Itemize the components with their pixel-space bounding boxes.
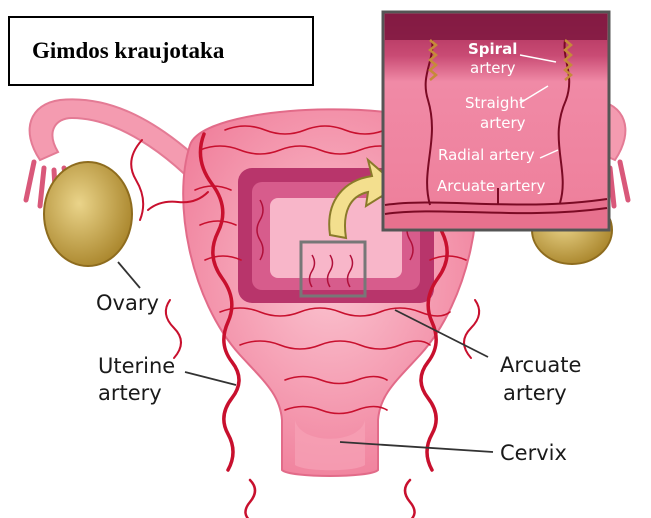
- inset-label-spiral-line1: Spiral: [468, 40, 517, 58]
- inset-label-arcuate: Arcuate artery: [437, 177, 546, 195]
- label-arcuate-artery-line1: Arcuate: [500, 353, 581, 377]
- magnified-inset: Spiral artery Straight artery Radial art…: [383, 12, 609, 230]
- label-cervix: Cervix: [500, 441, 567, 465]
- label-ovary: Ovary: [96, 291, 159, 315]
- inset-label-spiral-line2: artery: [470, 59, 516, 77]
- inset-label-straight-line2: artery: [480, 114, 526, 132]
- inset-label-radial: Radial artery: [438, 146, 535, 164]
- label-uterine-artery-line2: artery: [98, 381, 162, 405]
- label-arcuate-artery-line2: artery: [503, 381, 567, 405]
- diagram-title: Gimdos kraujotaka: [8, 16, 314, 86]
- label-uterine-artery-line1: Uterine: [98, 354, 175, 378]
- left-ovary: [44, 162, 132, 266]
- inset-label-straight-line1: Straight: [465, 94, 525, 112]
